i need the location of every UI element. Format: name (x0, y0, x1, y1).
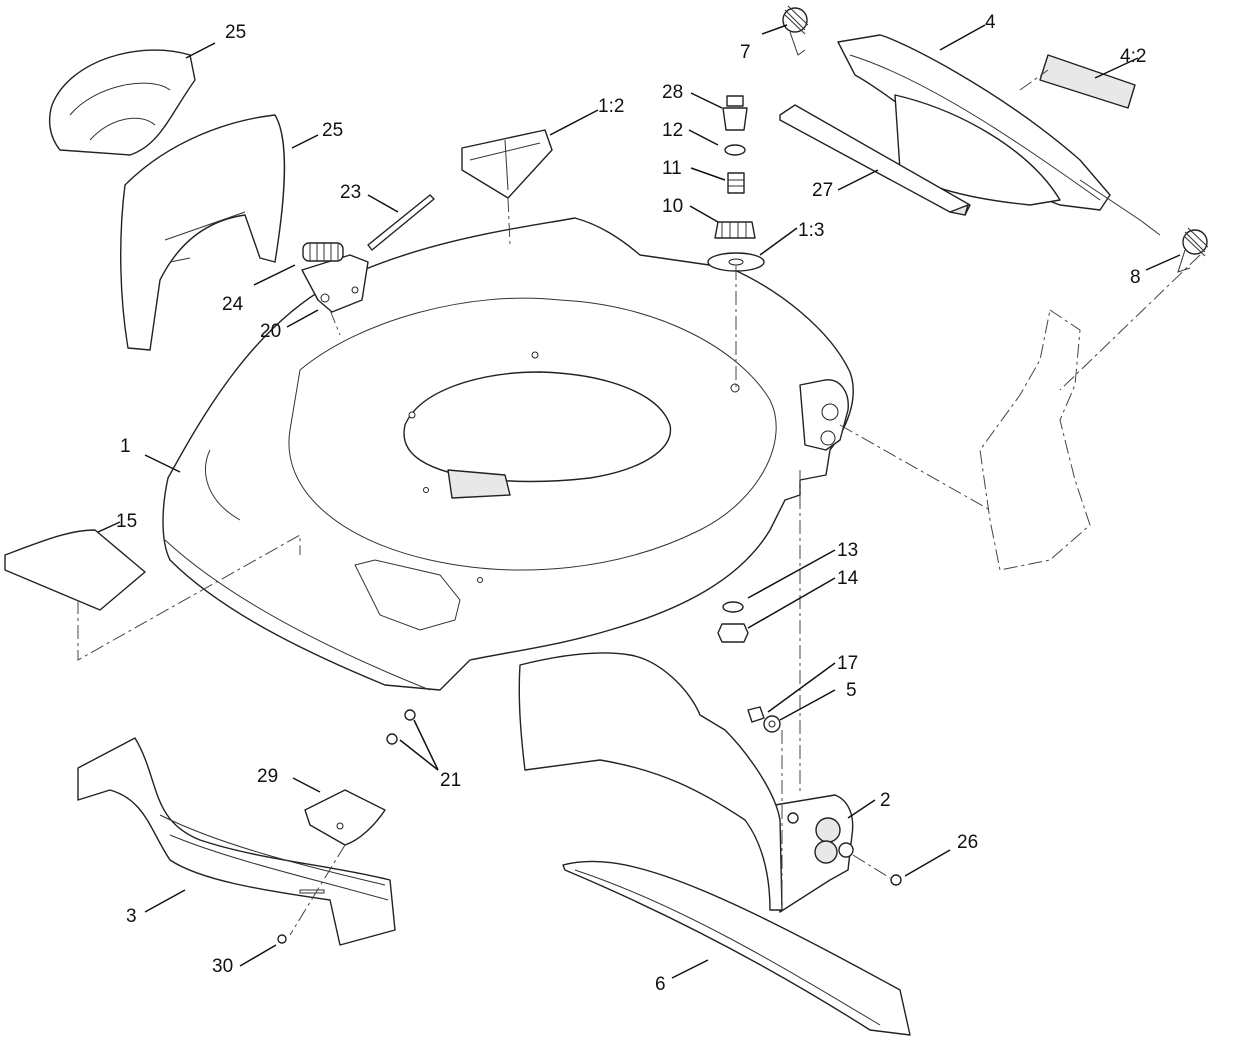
callout-2: 2 (880, 790, 891, 811)
leader-lines (97, 24, 1181, 979)
flap-6 (562, 860, 911, 1036)
callout-4-2: 4:2 (1120, 46, 1146, 67)
nut-5 (763, 715, 781, 733)
callout-8: 8 (1130, 267, 1141, 288)
callout-20: 20 (260, 321, 281, 342)
insert-11 (727, 172, 745, 194)
bolt-17 (747, 706, 765, 723)
decal-1-2 (461, 129, 553, 199)
callout-3: 3 (126, 906, 137, 927)
screw-26 (890, 874, 902, 886)
callout-1-2: 1:2 (598, 96, 624, 117)
callout-28: 28 (662, 82, 683, 103)
washer-13 (722, 601, 744, 613)
callout-labels: 25 25 23 24 20 1 15 1:2 28 12 11 10 1:3 … (116, 12, 1146, 995)
callout-4: 4 (985, 12, 996, 33)
callout-11: 11 (662, 158, 682, 179)
strip-27 (779, 104, 971, 216)
deck-part (162, 217, 854, 691)
washer-1-3 (707, 252, 765, 272)
callout-21: 21 (440, 770, 461, 791)
handle-24 (48, 49, 196, 156)
plug-28 (722, 95, 748, 131)
spring-7 (782, 5, 809, 56)
callout-22: 23 (340, 182, 361, 203)
callout-24: 25 (225, 22, 246, 43)
spring-8 (1177, 227, 1209, 273)
callout-5: 5 (846, 680, 857, 701)
callout-10: 10 (662, 196, 683, 217)
callout-29: 29 (257, 766, 278, 787)
callout-17: 17 (837, 653, 858, 674)
callout-30: 30 (212, 956, 233, 977)
door-4 (837, 34, 1161, 236)
callout-23: 24 (222, 294, 244, 315)
callout-26: 26 (957, 832, 978, 853)
bolts-21 (386, 709, 416, 745)
callout-1-3: 1:3 (798, 220, 824, 241)
callout-27: 27 (812, 180, 833, 201)
washer-12 (724, 144, 746, 156)
knob-10 (714, 221, 756, 239)
cover-25 (120, 114, 286, 351)
assembly-lines (77, 69, 1201, 936)
callout-15: 15 (116, 511, 137, 532)
screw-30 (277, 934, 287, 944)
latch-bracket-20 (301, 254, 369, 313)
callout-6: 6 (655, 974, 666, 995)
clip-29 (304, 789, 386, 846)
spring-23 (302, 242, 344, 262)
rod-22 (367, 194, 435, 251)
nut-14 (717, 623, 749, 643)
callout-12: 12 (662, 120, 683, 141)
decal-15 (4, 529, 146, 611)
callout-7: 7 (740, 42, 751, 63)
callout-14: 14 (837, 568, 859, 589)
rear-chute (518, 652, 783, 911)
callout-13: 13 (837, 540, 858, 561)
bracket-2 (774, 794, 854, 913)
callout-25: 25 (322, 120, 343, 141)
side-bracket (979, 309, 1091, 571)
callout-1: 1 (120, 436, 131, 457)
decal-4-2 (1039, 54, 1136, 109)
